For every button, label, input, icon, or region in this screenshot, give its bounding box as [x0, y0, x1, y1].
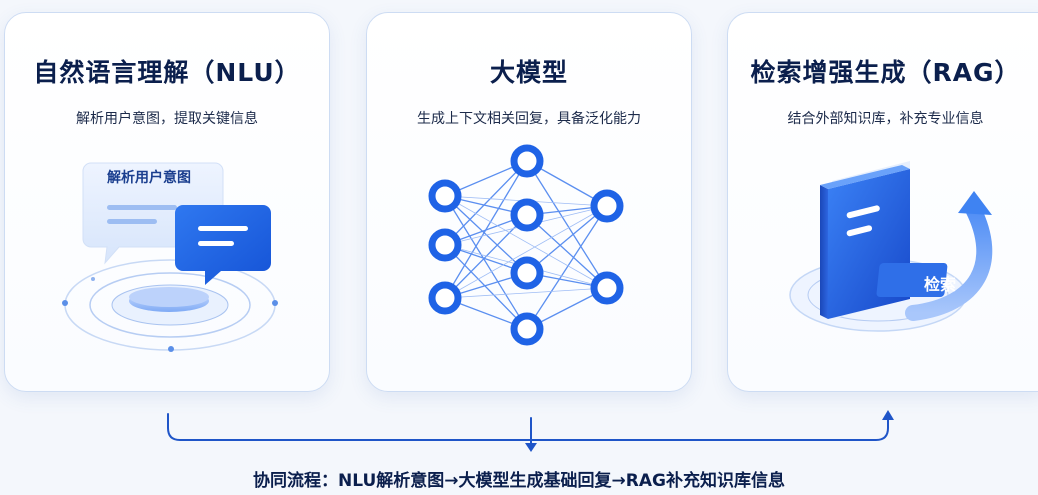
search-tag-icon [876, 263, 948, 297]
nn-edge [444, 195, 528, 274]
card-rag: 检索增强生成（RAG） 结合外部知识库，补充专业信息 [727, 12, 1038, 392]
nn-edge [444, 195, 528, 330]
nn-edge [444, 287, 608, 299]
nn-edge [444, 160, 528, 299]
card-title-llm: 大模型 [489, 58, 568, 87]
nn-connections [444, 160, 608, 330]
nlu-illustration [62, 162, 278, 352]
nn-node-icon [428, 179, 462, 213]
flow-line [167, 413, 889, 441]
nn-node-icon [428, 228, 462, 262]
nn-node-icon [510, 144, 544, 178]
nn-edge [526, 205, 608, 330]
retrieve-arrow-icon [905, 191, 993, 321]
nn-node-icon [590, 271, 624, 305]
card-subtitle-llm: 生成上下文相关回复，具备泛化能力 [417, 111, 641, 127]
nn-edge [444, 195, 608, 289]
flow-up-arrow-icon [882, 410, 894, 420]
speech-bubble-front-icon [175, 205, 271, 285]
nn-edge [444, 244, 528, 330]
card-nlu: 自然语言理解（NLU） 解析用户意图，提取关键信息 [4, 12, 330, 392]
card-subtitle-nlu: 解析用户意图，提取关键信息 [76, 111, 258, 127]
nn-node-icon [510, 256, 544, 290]
nn-edge [526, 205, 608, 274]
neural-network-icon [428, 144, 624, 346]
nn-node-icon [510, 312, 544, 346]
nn-node-icon [428, 281, 462, 315]
orbit-rings-icon [62, 259, 278, 352]
nn-edge [444, 205, 608, 299]
bubble-label: 解析用户意图 [107, 170, 191, 186]
card-subtitle-rag: 结合外部知识库，补充专业信息 [787, 111, 984, 127]
flow-caption: 协同流程：NLU解析意图→大模型生成基础回复→RAG补充知识库信息 [253, 471, 785, 491]
rag-illustration [789, 161, 993, 332]
nn-edge [526, 214, 608, 289]
card-title-nlu: 自然语言理解（NLU） [33, 58, 301, 87]
nn-node-icon [590, 189, 624, 223]
card-title-rag: 检索增强生成（RAG） [750, 58, 1021, 87]
nn-edge [444, 160, 528, 246]
nn-node-icon [510, 198, 544, 232]
nn-edge [526, 160, 608, 289]
book-search-label: 检索 [924, 275, 957, 294]
card-llm: 大模型 生成上下文相关回复，具备泛化能力 [366, 12, 692, 392]
flow-down-arrow-icon [525, 443, 537, 452]
